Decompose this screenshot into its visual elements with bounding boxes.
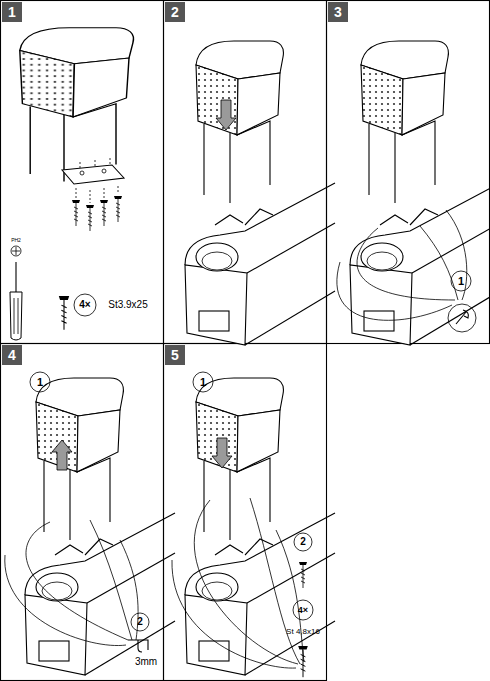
step-number: 3 bbox=[334, 5, 342, 19]
step-badges bbox=[2, 2, 348, 365]
screw-spec: St 4,8x16 bbox=[286, 628, 320, 636]
callout-number: 2 bbox=[300, 537, 306, 547]
panel-2-art bbox=[185, 41, 335, 345]
step-number: 2 bbox=[171, 5, 179, 19]
panel-3-art bbox=[337, 41, 490, 345]
callout-number: 1 bbox=[200, 377, 206, 388]
step-number: 5 bbox=[171, 348, 179, 362]
bit-size: PH2 bbox=[11, 238, 21, 243]
step-number: 1 bbox=[8, 5, 16, 19]
callout-number: 1 bbox=[37, 377, 43, 388]
panel-5-art bbox=[172, 372, 335, 677]
callout-number: 1 bbox=[458, 276, 464, 287]
dimension: 3mm bbox=[135, 657, 157, 667]
panel-4-art bbox=[5, 372, 175, 675]
screw-spec: St3.9x25 bbox=[108, 300, 147, 310]
callout-number: 2 bbox=[137, 617, 143, 627]
panel-1-art bbox=[10, 28, 133, 340]
quantity: 4× bbox=[79, 300, 90, 310]
quantity: 4× bbox=[298, 606, 308, 615]
step-number: 4 bbox=[8, 348, 16, 362]
